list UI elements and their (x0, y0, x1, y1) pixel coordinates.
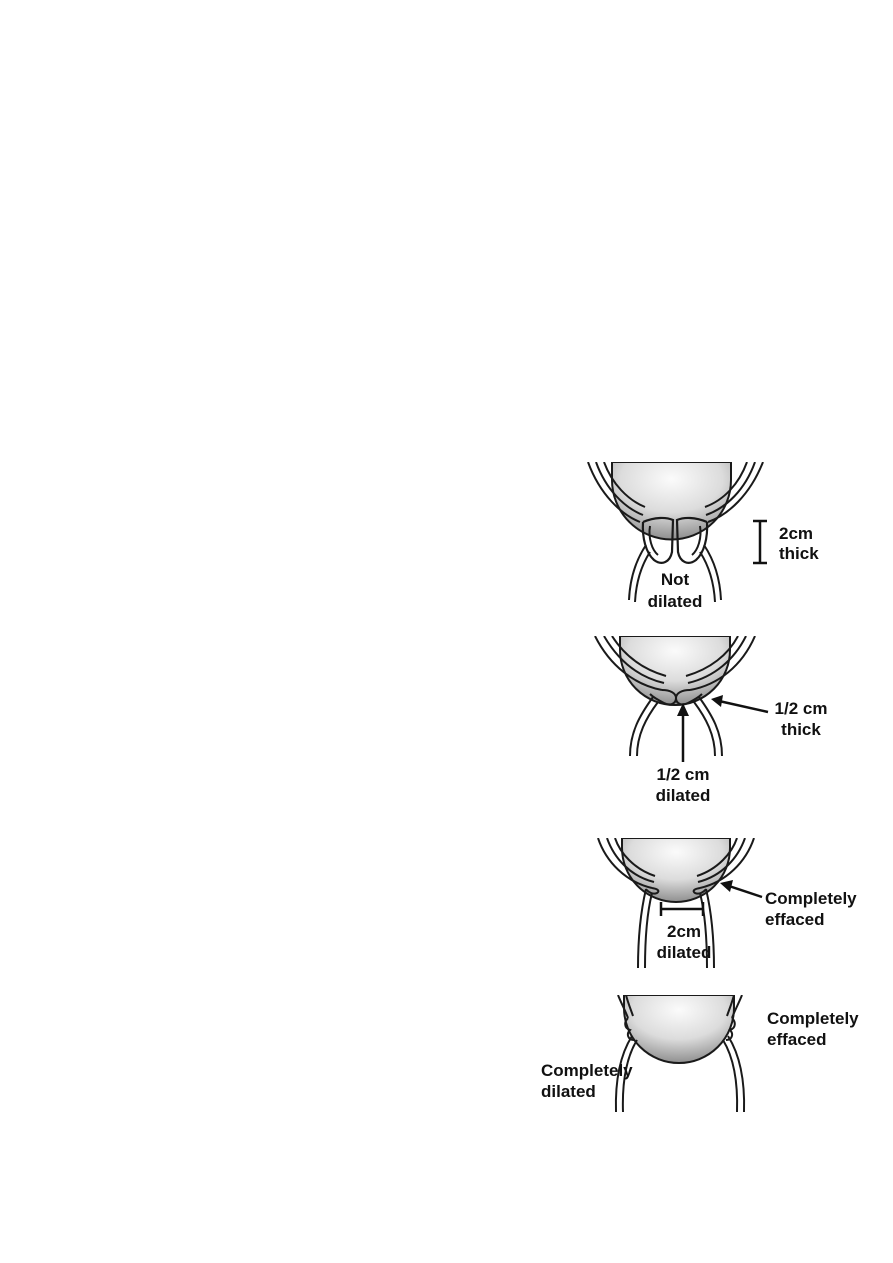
vaginal-wall-right-4 (727, 1035, 746, 1113)
uterine-wall-right-3 (699, 838, 755, 889)
thickness-arrow-2 (711, 695, 769, 714)
thickness-label-1a: 2cm (779, 524, 814, 543)
cervix-left-lip-3 (645, 887, 660, 895)
dilation-label-1b: dilated (647, 592, 703, 611)
dilation-label-3b: dilated (656, 943, 712, 962)
stage-4-illustration (614, 995, 746, 1113)
vaginal-wall-left-1 (628, 544, 647, 601)
effacement-label-3b: effaced (765, 910, 825, 929)
vaginal-wall-left-4 (614, 1035, 633, 1113)
fetal-head-3 (621, 838, 731, 903)
uterine-wall-left-1 (587, 462, 641, 523)
cervix-left-lip-2 (649, 689, 678, 706)
thickness-bracket-1 (753, 519, 767, 565)
effacement-label-4a: Completely (767, 1009, 859, 1028)
dilation-label-1a: Not (660, 570, 690, 589)
stage-2-illustration (594, 636, 756, 756)
stage-3-illustration (597, 838, 755, 968)
effacement-arrow-3 (720, 880, 763, 899)
uterine-wall-left-3 (597, 838, 653, 889)
dilation-arrow-2 (677, 703, 689, 762)
fetal-head-1 (611, 462, 732, 541)
uterine-wall-left-2 (594, 636, 663, 691)
dilation-label-4a: Completely (541, 1061, 633, 1080)
uterine-wall-right-4 (731, 995, 743, 1019)
stage-1-illustration (587, 462, 764, 603)
effacement-label-4b: effaced (767, 1030, 827, 1049)
thickness-label-2b: thick (781, 720, 821, 739)
uterine-wall-left-4 (617, 995, 629, 1019)
dilation-label-3a: 2cm (666, 922, 702, 941)
uterine-wall-right-1 (707, 462, 764, 523)
thickness-label-1b: thick (779, 544, 819, 563)
vaginal-wall-right-2 (698, 696, 723, 756)
vaginal-wall-left-3 (637, 888, 647, 968)
dilation-label-4b: dilated (541, 1082, 596, 1101)
vaginal-wall-right-1 (703, 544, 722, 601)
cervix-right-lip-3 (692, 887, 707, 895)
vaginal-wall-right-3 (705, 888, 715, 968)
uterine-wall-right-2 (689, 636, 756, 691)
dilation-bracket-3 (659, 902, 705, 916)
thickness-label-2a: 1/2 cm (774, 699, 828, 718)
dilation-label-2b: dilated (655, 786, 711, 805)
effacement-label-3a: Completely (765, 889, 857, 908)
fetal-head-4 (623, 995, 735, 1064)
vaginal-wall-left-2 (629, 696, 654, 756)
cervix-right-lip-2 (674, 689, 703, 706)
dilation-label-2a: 1/2 cm (656, 765, 710, 784)
